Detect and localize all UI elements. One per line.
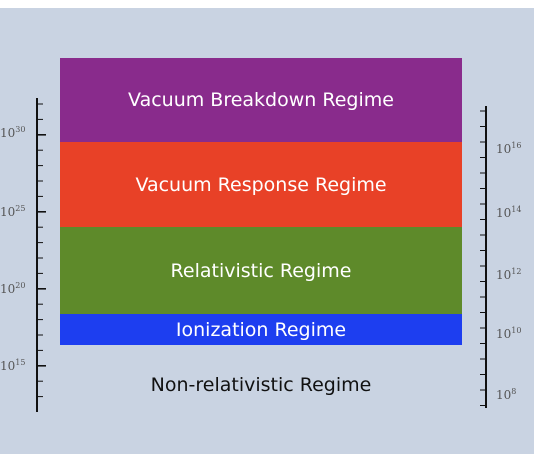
- right-tick-label-12: 1012: [496, 267, 522, 282]
- ionization-band: Ionization Regime: [60, 314, 462, 345]
- left-tick-label-20: 1020: [0, 281, 26, 296]
- vacuum-breakdown-band: Vacuum Breakdown Regime: [60, 58, 462, 142]
- left-scale: [36, 98, 46, 412]
- non-relativistic-label: Non-relativistic Regime: [60, 368, 462, 402]
- non-relativistic-text: Non-relativistic Regime: [150, 374, 372, 396]
- diagram-canvas: Vacuum Breakdown Regime Vacuum Response …: [0, 8, 534, 454]
- right-tick-label-16: 1016: [496, 141, 522, 156]
- right-scale-ticks: [480, 110, 486, 406]
- left-tick-label-30: 1030: [0, 125, 26, 140]
- vacuum-response-label: Vacuum Response Regime: [135, 173, 387, 196]
- relativistic-label: Relativistic Regime: [170, 259, 352, 282]
- relativistic-band: Relativistic Regime: [60, 227, 462, 314]
- left-tick-label-15: 1015: [0, 358, 26, 373]
- left-scale-ticks: [37, 103, 46, 398]
- ionization-label: Ionization Regime: [175, 318, 347, 341]
- right-tick-label-8: 108: [496, 387, 517, 402]
- right-scale: [480, 106, 487, 408]
- vacuum-breakdown-label: Vacuum Breakdown Regime: [128, 89, 394, 111]
- left-tick-label-25: 1025: [0, 204, 26, 219]
- vacuum-response-band: Vacuum Response Regime: [60, 142, 462, 227]
- right-tick-label-14: 1014: [496, 205, 522, 220]
- right-tick-label-10: 1010: [496, 326, 522, 341]
